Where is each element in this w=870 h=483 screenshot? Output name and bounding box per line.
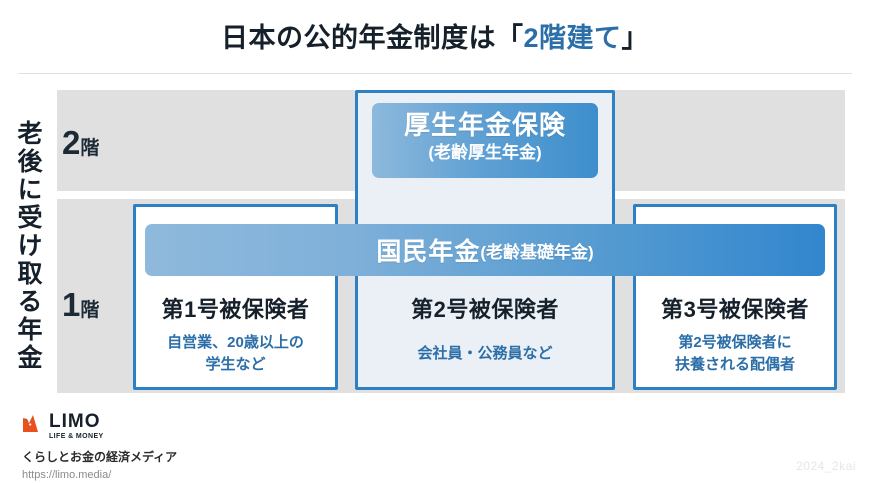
floor-label-first: 1階: [62, 286, 134, 324]
column-text-insured-type-1: 第1号被保険者 自営業、20歳以上の学生など: [133, 292, 338, 376]
watermark-label: 2024_2kai: [796, 459, 856, 473]
column-title-1: 第1号被保険者: [161, 297, 310, 322]
footer-tagline: くらしとお金の経済メディア: [22, 450, 178, 464]
floor-unit-first: 階: [80, 300, 100, 321]
brand-tagline-en: LIFE & MONEY: [49, 433, 104, 440]
column-subtitle-3: 第2号被保険者に扶養される配偶者: [674, 334, 795, 373]
employees-pension-paren: (老齢厚生年金): [428, 142, 542, 162]
logo-text: LIMO LIFE & MONEY: [49, 412, 104, 440]
employees-pension-box: 厚生年金保険 (老齢厚生年金): [372, 103, 598, 178]
logo-row: LIMO LIFE & MONEY: [22, 412, 322, 440]
footer-url[interactable]: https://limo.media/: [22, 469, 112, 481]
employees-pension-name: 厚生年金保険: [403, 110, 566, 140]
page-title-accent: 2階建て: [523, 23, 622, 53]
national-pension-name: 国民年金: [376, 238, 481, 266]
column-text-insured-type-3: 第3号被保険者 第2号被保険者に扶養される配偶者: [633, 292, 837, 376]
brand-name: LIMO: [49, 411, 101, 432]
page-title-lead: 日本の公的年金制度は「: [220, 23, 524, 53]
floor-unit-second: 階: [80, 138, 100, 159]
limo-fox-logo-icon: [23, 415, 38, 432]
floor-label-second: 2階: [62, 124, 134, 162]
title-divider: [18, 73, 852, 74]
floor-number-first: 1: [62, 286, 80, 323]
national-pension-bar: 国民年金(老齢基礎年金): [145, 224, 825, 276]
column-title-3: 第3号被保険者: [661, 297, 809, 322]
page-title: 日本の公的年金制度は「2階建て」: [0, 16, 870, 55]
column-subtitle-2: 会社員・公務員など: [417, 345, 553, 362]
footer: LIMO LIFE & MONEY くらしとお金の経済メディア https://…: [22, 412, 322, 481]
column-text-insured-type-2: 第2号被保険者 会社員・公務員など: [382, 292, 588, 365]
floor-number-second: 2: [62, 124, 80, 161]
column-subtitle-1: 自営業、20歳以上の学生など: [167, 334, 304, 373]
side-caption-label: 老後に受け取る年金: [14, 120, 42, 372]
national-pension-paren: (老齢基礎年金): [480, 242, 594, 262]
page-title-trail: 」: [621, 23, 650, 53]
column-title-2: 第2号被保険者: [411, 297, 559, 322]
